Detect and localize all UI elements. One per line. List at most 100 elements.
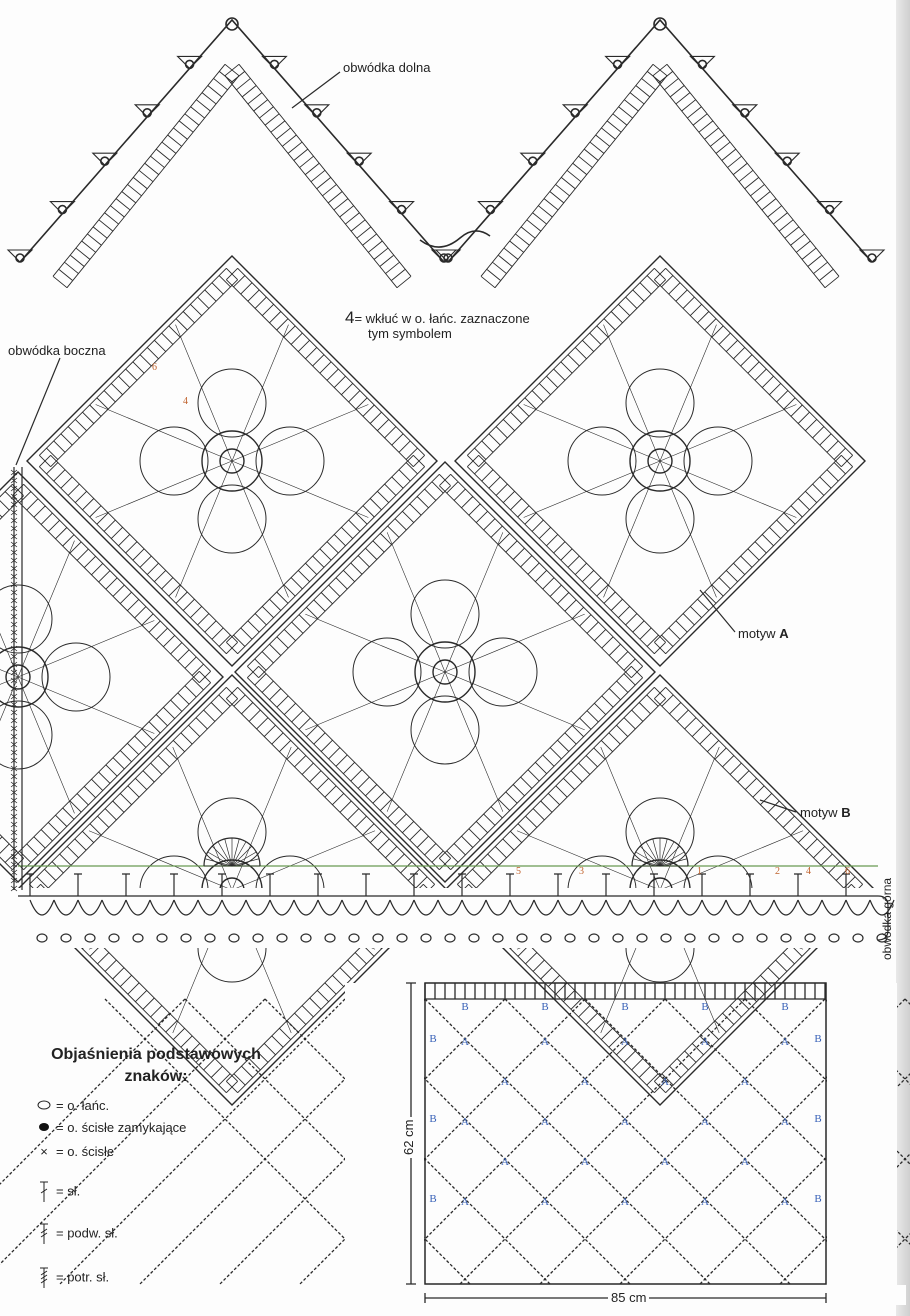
cross-stitch (10, 597, 18, 604)
scallop (29, 899, 55, 916)
cross-stitch (10, 685, 18, 692)
motif-a-letter: A (541, 1036, 549, 1048)
scallop (317, 899, 343, 916)
edging-outline (19, 18, 445, 263)
stitch-band (12, 671, 211, 870)
chain-spoke (231, 404, 369, 462)
chain-spoke (231, 324, 289, 462)
fan-stitch (231, 858, 260, 867)
petal-arc (255, 426, 325, 496)
cross-stitch (10, 829, 18, 836)
cross-stitch (10, 629, 18, 636)
picot-ring (444, 933, 456, 943)
cross-stitch (10, 525, 18, 532)
picot-ring (324, 933, 336, 943)
cross-stitch (10, 485, 18, 492)
cross-stitch (10, 701, 18, 708)
cross-stitch (10, 821, 18, 828)
motif-center (647, 448, 673, 474)
stitch-band (439, 666, 643, 870)
scallop (797, 899, 823, 916)
cross-stitch (10, 501, 18, 508)
motif-b-prefix: motyw (800, 805, 838, 820)
stitch-post (170, 873, 178, 896)
petal-arc (625, 368, 695, 438)
triple-treble-icon (36, 1266, 52, 1290)
stitch-band (29, 687, 238, 896)
motif-center (219, 448, 245, 474)
picot-ring (660, 933, 672, 943)
leader-line (15, 357, 61, 466)
fan-stitch (224, 838, 233, 867)
picot-ring (300, 933, 312, 943)
picot-ring (228, 933, 240, 943)
height-dimension: 62 cm (401, 1116, 416, 1158)
picot-ring (60, 933, 72, 943)
fan-stitch (639, 845, 661, 867)
cross-stitch (10, 765, 18, 772)
chain-spoke (305, 671, 446, 731)
diag-line (539, 998, 826, 1285)
stitch-band (457, 687, 666, 896)
stitch-post (602, 873, 610, 896)
stitch-post (74, 873, 82, 896)
stitch-band (226, 268, 425, 467)
motif-outline (0, 471, 224, 883)
chain-spoke (659, 460, 797, 518)
motif-outline (26, 255, 438, 667)
slip-stitch-dot-icon (36, 1120, 52, 1135)
scallop (125, 899, 151, 916)
cross-stitch (10, 869, 18, 876)
chain-spoke (659, 460, 717, 598)
diag-line (184, 998, 471, 1285)
petal-arc (197, 368, 267, 438)
picot-ring (684, 933, 696, 943)
motif-a-letter: A (781, 1196, 789, 1208)
scallop (485, 899, 511, 916)
picot-ring (636, 933, 648, 943)
cross-stitch (10, 637, 18, 644)
cross-stitch (10, 469, 18, 476)
chain-spoke (175, 324, 233, 462)
fan-stitch (659, 841, 675, 867)
scallop (77, 899, 103, 916)
stitch-band (654, 268, 853, 467)
picot-ring (588, 933, 600, 943)
picot-ring (348, 933, 360, 943)
chain-spoke (95, 460, 233, 518)
petal-arc (567, 426, 637, 496)
diag-line (664, 998, 910, 1245)
legend-title: Objaśnienia podstawowych znaków: (51, 1046, 261, 1085)
motif-b-letter: B (429, 1193, 436, 1205)
diag-line (0, 998, 186, 1185)
scallop (101, 899, 127, 916)
stitch-band (439, 474, 643, 678)
legend-text: = podw. sł. (56, 1225, 118, 1241)
scallop (629, 899, 655, 916)
chain-spoke (95, 404, 233, 462)
motif-a-letter: A (701, 1116, 709, 1128)
motif-b-letter: B (621, 1001, 628, 1013)
cross-stitch (10, 677, 18, 684)
scallop (581, 899, 607, 916)
legend-item: = sł. (36, 1180, 80, 1204)
petal-arc (0, 700, 53, 770)
chain-spoke (444, 671, 585, 731)
scallop (221, 899, 247, 916)
picot-ring (276, 933, 288, 943)
picot-ring (828, 933, 840, 943)
chain-oval-icon (36, 1098, 52, 1113)
stitch-post (458, 873, 466, 896)
legend-item: ×= o. ścisłe (36, 1144, 114, 1159)
legend-item: = o. ścisłe zamykające (36, 1120, 186, 1135)
motif-a-letter: A (621, 1036, 629, 1048)
stitch-band (467, 268, 666, 467)
picot-ring (372, 933, 384, 943)
motif-a-letter: A (541, 1116, 549, 1128)
motif-a-letter: A (661, 1156, 669, 1168)
diag-line (424, 998, 711, 1285)
picot-ring (132, 933, 144, 943)
petal-arc (468, 637, 538, 707)
chain-link (419, 230, 491, 248)
stitch-post (842, 873, 850, 896)
